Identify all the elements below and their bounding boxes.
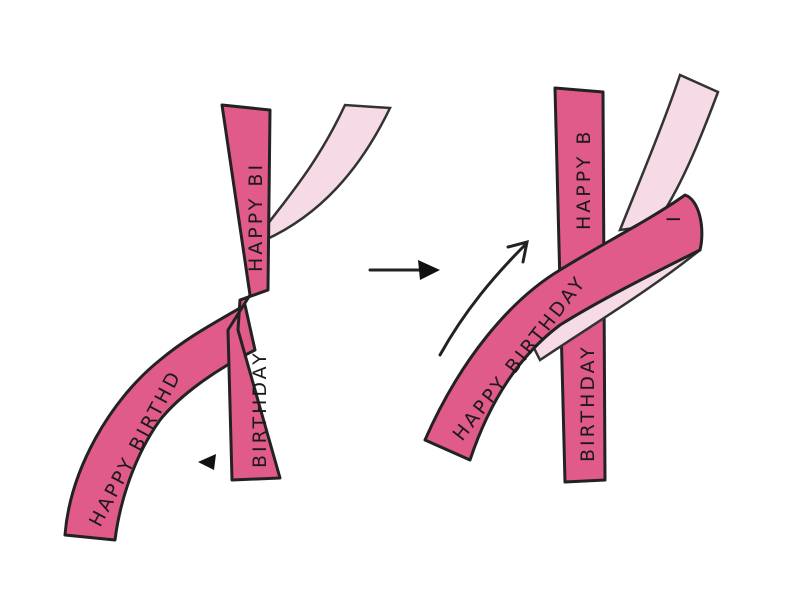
right-end-text: I [663,213,685,222]
left-vertical-bottom-text: BIRTHDAY [249,350,271,468]
right-ribbon-figure: HAPPY B BIRTHDAY HAPPY BIRTHDAY I [423,73,720,484]
right-back-ribbon-tail [618,73,720,232]
right-vertical-top-text: HAPPY B [573,129,595,230]
left-ribbon-figure: HAPPY BI BIRTHDAY HAPPY BIRTHD [63,103,392,542]
right-arrow-icon [368,260,440,280]
curved-arrow-icon [438,239,529,357]
right-vertical-bottom-text: BIRTHDAY [577,344,599,462]
left-vertical-top-text: HAPPY BI [245,162,267,272]
left-back-ribbon-tail [248,103,392,252]
left-arrowhead-icon [198,454,216,470]
right-diagonal-ribbon [423,193,704,462]
left-vertical-ribbon [220,103,282,482]
